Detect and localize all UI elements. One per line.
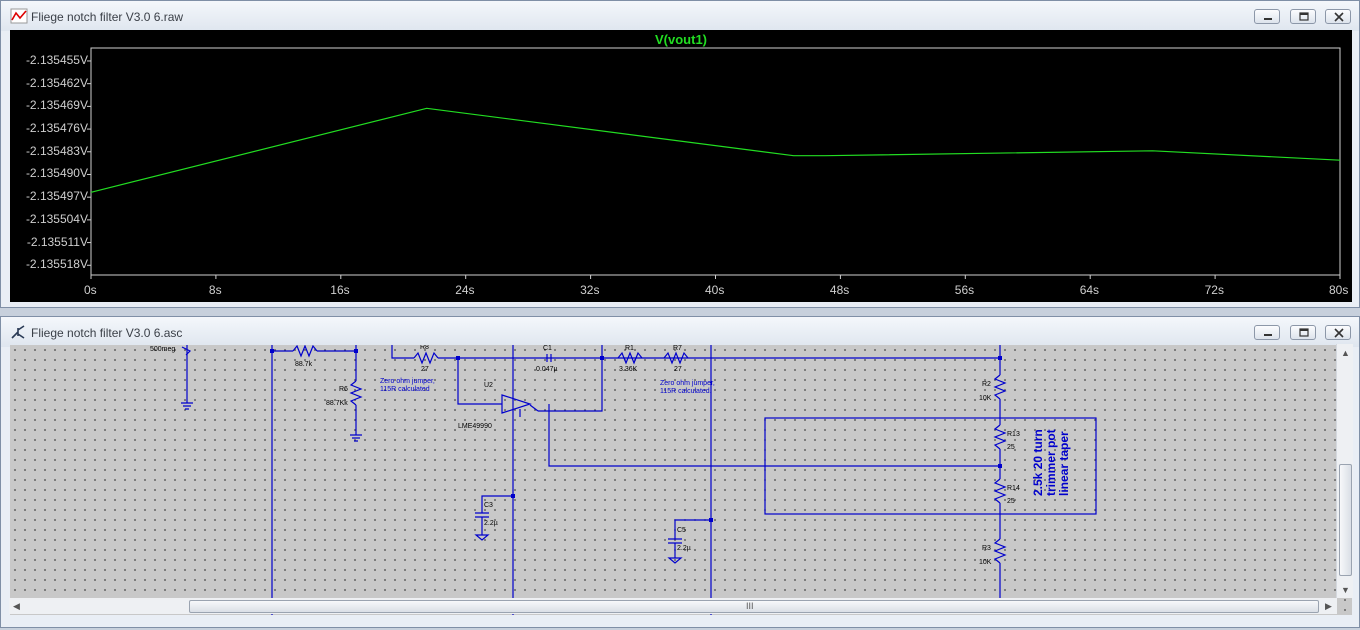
waveform-titlebar[interactable]: Fliege notch filter V3.0 6.raw — [1, 1, 1359, 31]
vertical-scrollbar[interactable]: ▲ ▼ — [1336, 344, 1353, 598]
close-icon[interactable] — [1325, 9, 1351, 24]
label-r14-val: 25 — [1007, 498, 1015, 505]
scroll-down-icon[interactable]: ▼ — [1341, 585, 1350, 595]
schematic-wires — [181, 345, 1097, 615]
waveform-window-title: Fliege notch filter V3.0 6.raw — [31, 10, 184, 24]
x-tick-label: 40s — [705, 283, 725, 297]
scroll-right-icon[interactable]: ▶ — [1325, 601, 1332, 611]
label-r2-name: R2 — [982, 381, 991, 388]
x-tick-label: 8s — [208, 283, 222, 297]
scroll-left-icon[interactable]: ◀ — [13, 601, 20, 611]
waveform-window: Fliege notch filter V3.0 6.raw V(vout1) … — [0, 0, 1360, 308]
x-tick-label: 80s — [1329, 283, 1349, 297]
waveform-window-controls — [1249, 9, 1351, 29]
note1-line1: Zero ohm jumper, — [380, 378, 435, 385]
label-r13-name: R13 — [1007, 431, 1020, 438]
label-r8-val: 27 — [421, 366, 429, 373]
y-tick-label: -2.135511V — [26, 234, 88, 249]
label-r13-val: 25 — [1007, 444, 1015, 451]
x-tick-label: 56s — [954, 283, 975, 297]
label-r3-val: 10K — [979, 559, 992, 566]
x-tick-label: 0s — [84, 283, 97, 297]
y-tick-label: -2.135504V — [25, 211, 88, 226]
label-r3-name: R3 — [982, 545, 991, 552]
horizontal-scroll-thumb[interactable]: III — [189, 600, 1319, 613]
label-r14-name: R14 — [1007, 485, 1020, 492]
x-tick-label: 64s — [1079, 283, 1100, 297]
label-r7-val: 27 — [674, 366, 682, 373]
restore-icon[interactable] — [1289, 9, 1316, 24]
schematic-canvas[interactable]: 500meg 88.7k R6 88.7Kk R8 27 U2 LME49990… — [10, 345, 1352, 615]
y-tick-label: -2.135483V — [25, 143, 88, 158]
y-tick-label: -2.135469V — [25, 98, 88, 113]
label-r6-val: 88.7Kk — [326, 400, 348, 407]
schematic-window-controls — [1249, 325, 1351, 345]
schematic-junctions — [270, 349, 1002, 522]
y-tick-label: -2.135518V — [25, 257, 88, 272]
y-tick-label: -2.135476V — [25, 121, 88, 136]
vertical-scroll-thumb[interactable] — [1339, 464, 1352, 576]
label-c1-name: C1 — [543, 345, 552, 352]
pot-note: 2.5k 20 turn trimmer pot linear taper — [1031, 429, 1071, 496]
scroll-grip-icon: III — [746, 601, 754, 611]
label-r1-name: R1 — [625, 345, 634, 352]
waveform-plot-canvas — [87, 47, 1341, 279]
waveform-app-icon — [10, 8, 28, 24]
trace-title[interactable]: V(vout1) — [655, 32, 707, 47]
horizontal-scrollbar[interactable]: ◀ III ▶ — [9, 598, 1337, 614]
schematic-labels: 500meg 88.7k R6 88.7Kk R8 27 U2 LME49990… — [150, 345, 1020, 566]
restore-icon[interactable] — [1289, 325, 1316, 340]
schematic-notes: Zero ohm jumper, 115R calculated Zero oh… — [380, 378, 715, 395]
plot-frame — [90, 47, 1341, 276]
minimize-icon[interactable] — [1254, 325, 1281, 340]
x-tick-label: 16s — [330, 283, 350, 297]
y-tick-label: -2.135455V — [25, 52, 88, 67]
label-u2-part: LME49990 — [458, 423, 492, 430]
y-tick-label: -2.135497V — [25, 189, 88, 204]
label-r2-val: 10K — [979, 395, 992, 402]
y-tick-label: -2.135490V — [25, 166, 88, 181]
pot-note-line2: trimmer pot — [1044, 429, 1058, 496]
note2-line2: 115R calculated. — [660, 388, 712, 395]
note2-line1: Zero ohm jumper, — [660, 380, 715, 387]
y-tick-label: -2.135462V — [25, 75, 88, 90]
close-icon[interactable] — [1325, 325, 1351, 340]
x-tick-label: 72s — [1204, 283, 1224, 297]
label-u2-name: U2 — [484, 382, 493, 389]
label-r-top: 500meg — [150, 346, 175, 353]
label-c3-name: C3 — [484, 502, 493, 509]
label-c5-name: C5 — [677, 527, 686, 534]
schematic-window: Fliege notch filter V3.0 6.asc — [0, 316, 1360, 628]
schematic-drawing: 500meg 88.7k R6 88.7Kk R8 27 U2 LME49990… — [150, 345, 1097, 615]
pot-note-line3: linear taper — [1057, 431, 1071, 496]
schematic-titlebar[interactable]: Fliege notch filter V3.0 6.asc — [1, 317, 1359, 347]
label-c3-val: 2.2µ — [484, 520, 498, 527]
label-r-887k: 88.7k — [295, 361, 313, 368]
trace-line-vout1[interactable] — [90, 107, 1341, 193]
schematic-window-title: Fliege notch filter V3.0 6.asc — [31, 326, 183, 340]
label-r1-val: 3.36K — [619, 366, 638, 373]
label-r8-name: R8 — [420, 345, 429, 351]
pot-note-line1: 2.5k 20 turn — [1031, 429, 1045, 496]
x-tick-label: 32s — [580, 283, 600, 297]
label-r6-name: R6 — [339, 386, 348, 393]
note1-line2: 115R calculated — [380, 386, 430, 393]
label-c1-val: 0.047µ — [536, 366, 558, 373]
minimize-icon[interactable] — [1254, 9, 1281, 24]
x-tick-label: 48s — [829, 283, 850, 297]
waveform-plot[interactable]: V(vout1) -2.135455V -2.135462V -2.135469V -… — [10, 30, 1352, 302]
scroll-up-icon[interactable]: ▲ — [1341, 348, 1350, 358]
label-r7-name: R7 — [673, 345, 682, 352]
label-c5-val: 2.2µ — [677, 545, 691, 552]
x-tick-label: 24s — [455, 283, 475, 297]
schematic-app-icon — [11, 325, 25, 339]
